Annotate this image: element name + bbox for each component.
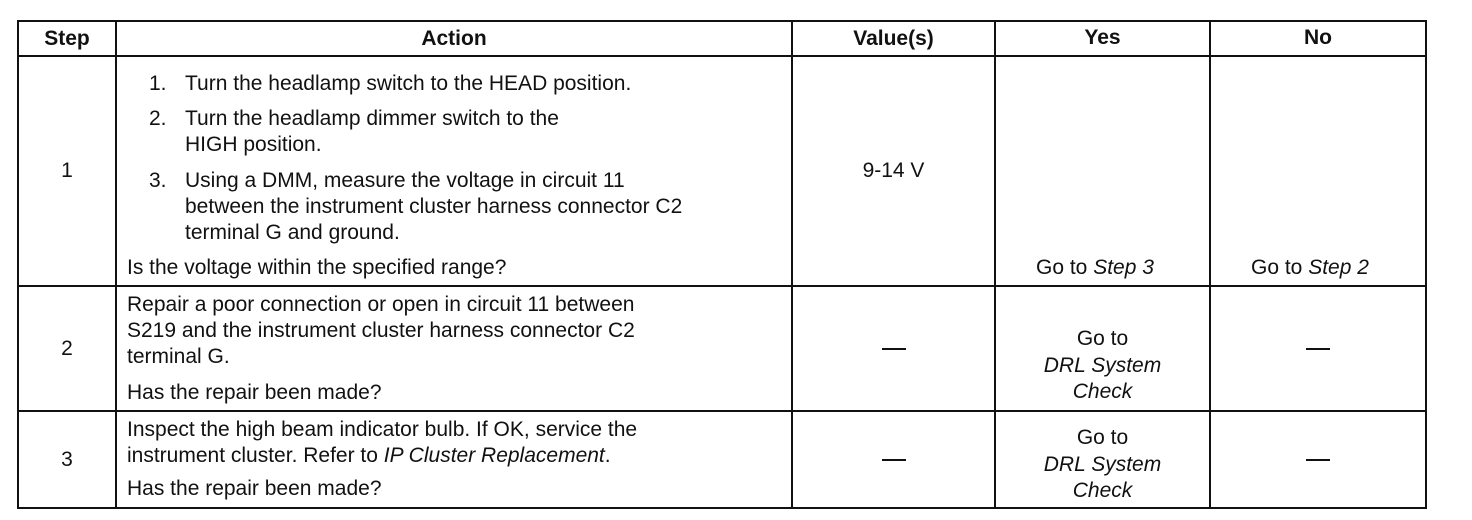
action-text: terminal G.: [127, 345, 230, 368]
diagnostic-table: Step Action Value(s) Yes No 1 1. Turn th…: [17, 20, 1427, 509]
yes-cell: Go to DRL System Check: [996, 287, 1209, 410]
no-text: Go to Step 2: [1251, 255, 1369, 281]
goto-text: Go to: [1036, 256, 1094, 279]
value-cell: [793, 287, 994, 410]
drl-system-link[interactable]: Check: [1072, 479, 1133, 502]
header-no: No: [1304, 25, 1332, 49]
yes-cell: Go to Step 3: [996, 57, 1209, 285]
row-divider: [19, 410, 1425, 412]
step-number: 2: [61, 336, 73, 360]
action-text: HIGH position.: [185, 133, 322, 156]
step-link[interactable]: Step 2: [1308, 256, 1369, 279]
drl-system-link[interactable]: DRL System: [1043, 354, 1162, 377]
header-values: Value(s): [853, 26, 934, 50]
header-action: Action: [421, 26, 487, 50]
action-text: Repair a poor connection or open in circ…: [127, 293, 635, 316]
value-cell: 9-14 V: [862, 159, 925, 182]
row-divider: [19, 55, 1425, 57]
list-number: 1.: [149, 72, 167, 95]
action-cell: Repair a poor connection or open in circ…: [117, 287, 791, 410]
action-text: terminal G and ground.: [185, 221, 400, 244]
period: .: [604, 444, 611, 467]
yes-text: Go to Step 3: [1036, 255, 1154, 281]
header-step: Step: [44, 26, 90, 50]
action-cell: Inspect the high beam indicator bulb. If…: [117, 412, 791, 507]
header-yes: Yes: [1084, 25, 1121, 49]
drl-system-link[interactable]: DRL System: [1043, 453, 1162, 476]
action-question: Has the repair been made?: [127, 381, 382, 404]
action-text: Using a DMM, measure the voltage in circ…: [185, 169, 625, 192]
action-text: between the instrument cluster harness c…: [185, 195, 683, 218]
no-cell: [1211, 287, 1425, 410]
dash-symbol: [1306, 458, 1330, 461]
action-question: Has the repair been made?: [127, 477, 382, 500]
action-text: Turn the headlamp switch to the HEAD pos…: [185, 72, 632, 95]
action-text: Turn the headlamp dimmer switch to the: [185, 107, 559, 130]
goto-text: Go to: [1076, 426, 1129, 449]
action-text: S219 and the instrument cluster harness …: [127, 319, 635, 342]
refer-text: instrument cluster. Refer to: [127, 444, 384, 467]
step-number: 3: [61, 447, 73, 471]
column-divider: [1209, 22, 1211, 507]
action-question: Is the voltage within the specified rang…: [127, 256, 507, 279]
value-cell: [793, 412, 994, 507]
row-divider: [19, 285, 1425, 287]
step-number: 1: [61, 159, 73, 182]
goto-text: Go to: [1251, 256, 1309, 279]
column-divider: [791, 22, 793, 507]
ip-cluster-replacement-link[interactable]: IP Cluster Replacement: [383, 444, 605, 467]
dash-symbol: [881, 458, 906, 461]
action-text: Inspect the high beam indicator bulb. If…: [127, 418, 638, 441]
goto-text: Go to: [1076, 327, 1129, 350]
list-number: 2.: [149, 107, 167, 130]
drl-system-link[interactable]: Check: [1072, 380, 1133, 403]
dash-symbol: [1306, 347, 1330, 350]
action-text: instrument cluster. Refer to IP Cluster …: [127, 443, 611, 469]
yes-cell: Go to DRL System Check: [996, 412, 1209, 507]
dash-symbol: [881, 347, 906, 350]
no-cell: Go to Step 2: [1211, 57, 1425, 285]
column-divider: [994, 22, 996, 507]
step-link[interactable]: Step 3: [1093, 256, 1154, 279]
column-divider: [115, 22, 117, 507]
action-cell: 1. Turn the headlamp switch to the HEAD …: [117, 57, 791, 285]
no-cell: [1211, 412, 1425, 507]
list-number: 3.: [149, 169, 167, 192]
